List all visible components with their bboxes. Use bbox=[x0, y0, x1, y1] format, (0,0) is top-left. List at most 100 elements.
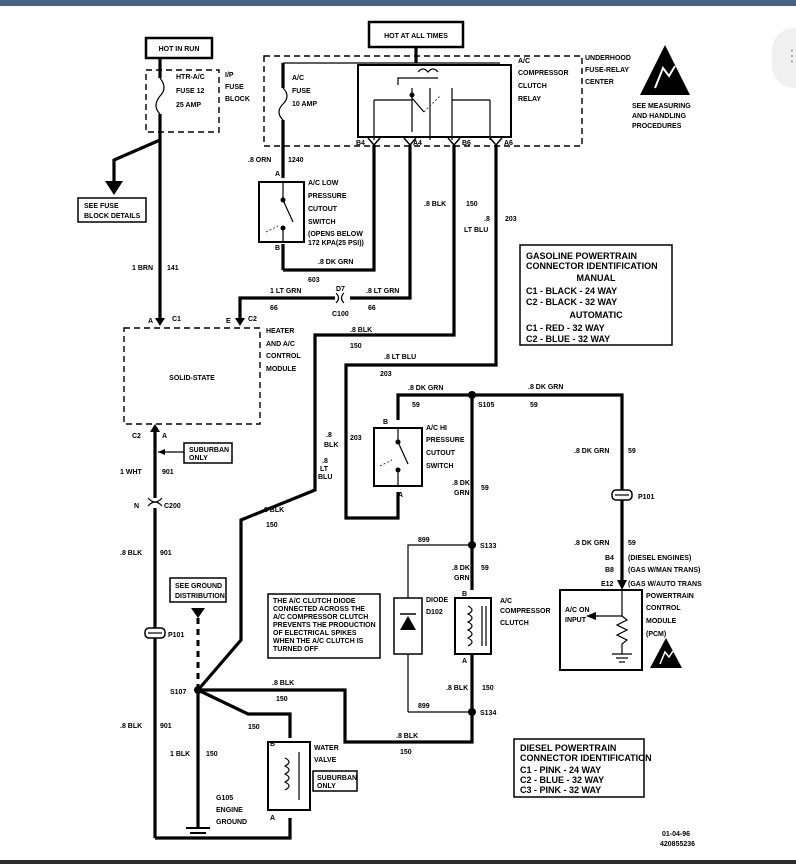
wire-203-circuit-mid: 203 bbox=[380, 371, 392, 378]
diesel-c2: C2 - BLUE - 32 WAY bbox=[520, 775, 604, 785]
wire-59-sw-2: GRN bbox=[454, 490, 470, 497]
wire-66-color-left: 1 LT GRN bbox=[270, 288, 301, 295]
wire-901-color-c: .8 BLK bbox=[120, 723, 142, 730]
water-valve-pin-a: A bbox=[270, 815, 275, 822]
connector-d7: D7 bbox=[336, 286, 345, 293]
gasoline-title-1: GASOLINE POWERTRAIN bbox=[526, 251, 637, 261]
ip-fuse-block-label-1: I/P bbox=[225, 72, 234, 79]
diode-note-4: PREVENTS THE PRODUCTION bbox=[273, 622, 376, 629]
gasoline-title-2: CONNECTOR IDENTIFICATION bbox=[526, 261, 658, 271]
wire-150-s134 bbox=[198, 688, 474, 744]
wire-150-clutch-circuit: 150 bbox=[482, 685, 494, 692]
hi-switch-label-4: SWITCH bbox=[426, 463, 454, 470]
ac-fuse-label-1: A/C bbox=[292, 75, 304, 82]
wire-150-s134-circuit: 150 bbox=[400, 749, 412, 756]
module-label-3: CONTROL bbox=[266, 353, 301, 360]
wire-59-color-pcm: .8 DK GRN bbox=[574, 448, 609, 455]
diode-note-5: OF ELECTRICAL SPIKES bbox=[273, 630, 357, 637]
wire-901-circuit-c: 901 bbox=[160, 723, 172, 730]
gasoline-manual: MANUAL bbox=[577, 273, 616, 283]
low-switch-pin-b: B bbox=[275, 245, 280, 252]
wire-150-circuit-mid: 150 bbox=[350, 343, 362, 350]
water-valve-box bbox=[267, 741, 311, 811]
underhood-label-3: CENTER bbox=[585, 79, 614, 86]
ac-fuse-symbol bbox=[278, 87, 288, 121]
pcm-e12-note: (GAS W/AUTO TRANS bbox=[628, 581, 702, 588]
wire-203-color-2: LT BLU bbox=[464, 227, 488, 234]
pcm-label-4: (PCM) bbox=[646, 631, 666, 638]
heater-ac-control-module bbox=[123, 327, 261, 425]
diode-note-6: WHEN THE A/C CLUTCH IS bbox=[273, 638, 364, 645]
wire-150-circuit-long: 150 bbox=[266, 522, 278, 529]
wire-59-circuit-f: 59 bbox=[481, 565, 489, 572]
wire-59-circuit-a: 59 bbox=[412, 402, 420, 409]
ac-relay-box bbox=[357, 64, 512, 138]
water-valve-label-1: WATER bbox=[314, 745, 339, 752]
wire-203-circuit-vert: 203 bbox=[350, 435, 362, 442]
see-fuse-details-1: SEE FUSE bbox=[84, 203, 119, 210]
wire-59-clutch-1: .8 DK bbox=[452, 565, 470, 572]
relay-label-2: COMPRESSOR bbox=[518, 70, 569, 77]
pcm-pin-e12: E12 bbox=[601, 581, 614, 588]
ac-fuse-label-3: 10 AMP bbox=[292, 101, 317, 108]
wire-899-circuit-a: 899 bbox=[418, 537, 430, 544]
ip-fuse-block-label-2: FUSE bbox=[225, 84, 244, 91]
wire-899-top bbox=[407, 544, 472, 598]
low-switch-label-3: CUTOUT bbox=[308, 206, 338, 213]
footer-date: 01-04-96 bbox=[662, 831, 690, 838]
connector-n-pin: N bbox=[134, 503, 139, 510]
side-overlay-button[interactable]: ⋮ bbox=[772, 28, 796, 88]
relay-pin-b4: B4 bbox=[356, 140, 365, 147]
fuse-12-label-1: HTR-A/C bbox=[176, 74, 205, 81]
module-c2-top: C2 bbox=[248, 316, 257, 323]
module-name: SOLID-STATE bbox=[169, 375, 215, 382]
diesel-title-2: CONNECTOR IDENTIFICATION bbox=[520, 753, 652, 763]
clutch-pin-b: B bbox=[462, 591, 467, 598]
suburban-only-box-bottom bbox=[312, 770, 358, 792]
wire-66-circuit-left: 66 bbox=[270, 305, 278, 312]
ground-arrow-icon bbox=[191, 608, 205, 618]
underhood-relay-center-outline bbox=[263, 55, 583, 147]
water-valve-pin-b: B bbox=[270, 741, 275, 748]
ip-fuse-block-outline bbox=[145, 69, 220, 133]
diode-label-1: DIODE bbox=[426, 597, 449, 604]
gasoline-auto-c2: C2 - BLUE - 32 WAY bbox=[526, 334, 610, 344]
esd-warning-icon bbox=[640, 45, 690, 95]
ip-fuse-block-label-3: BLOCK bbox=[225, 96, 250, 103]
hi-switch-label-3: CUTOUT bbox=[426, 450, 456, 457]
wire-59-color-mid: .8 DK GRN bbox=[408, 385, 443, 392]
module-pin-e: E bbox=[226, 318, 231, 325]
pcm-label-1: POWERTRAIN bbox=[646, 593, 694, 600]
down-arrow-icon bbox=[105, 181, 123, 195]
hi-switch-label-1: A/C HI bbox=[426, 425, 447, 432]
wire-203-color-1: .8 bbox=[484, 216, 490, 223]
relay-pin-a6: A6 bbox=[504, 140, 513, 147]
wire-203-lt-blu bbox=[344, 145, 498, 520]
wire-59-to-pcm bbox=[472, 393, 624, 490]
connector-p101-right-label: P101 bbox=[638, 494, 654, 501]
wire-150-water-circuit: 150 bbox=[248, 724, 260, 731]
wire-59-sw-1: .8 DK bbox=[452, 480, 470, 487]
diode-symbol bbox=[400, 616, 416, 630]
wire-603-color: .8 DK GRN bbox=[318, 259, 353, 266]
splice-s133-label: S133 bbox=[480, 543, 496, 550]
suburban-only-box-top bbox=[183, 442, 233, 464]
see-fuse-details-box bbox=[77, 197, 147, 223]
hi-switch-label-2: PRESSURE bbox=[426, 437, 465, 444]
pcm-pin-b4: B4 bbox=[605, 555, 614, 562]
wire-66-circuit-right: 66 bbox=[368, 305, 376, 312]
relay-label-4: RELAY bbox=[518, 96, 541, 103]
connector-c200: C200 bbox=[164, 503, 181, 510]
module-label-1: HEATER bbox=[266, 328, 294, 335]
pcm-b8-note: (GAS W/MAN TRANS) bbox=[628, 567, 700, 574]
footer-code: 420855236 bbox=[660, 841, 695, 848]
pcm-input-2: INPUT bbox=[565, 617, 587, 624]
pcm-resistor-symbol bbox=[615, 615, 629, 654]
wire-59-circuit-b: 59 bbox=[530, 402, 538, 409]
wire-59-circuit-c: 59 bbox=[628, 540, 636, 547]
wire-59-circuit-d: 59 bbox=[481, 485, 489, 492]
splice-s105-label: S105 bbox=[478, 402, 494, 409]
pcm-b4-note: (DIESEL ENGINES) bbox=[628, 555, 691, 562]
wire-150-blk bbox=[196, 145, 456, 692]
wire-150-circuit: 150 bbox=[466, 201, 478, 208]
